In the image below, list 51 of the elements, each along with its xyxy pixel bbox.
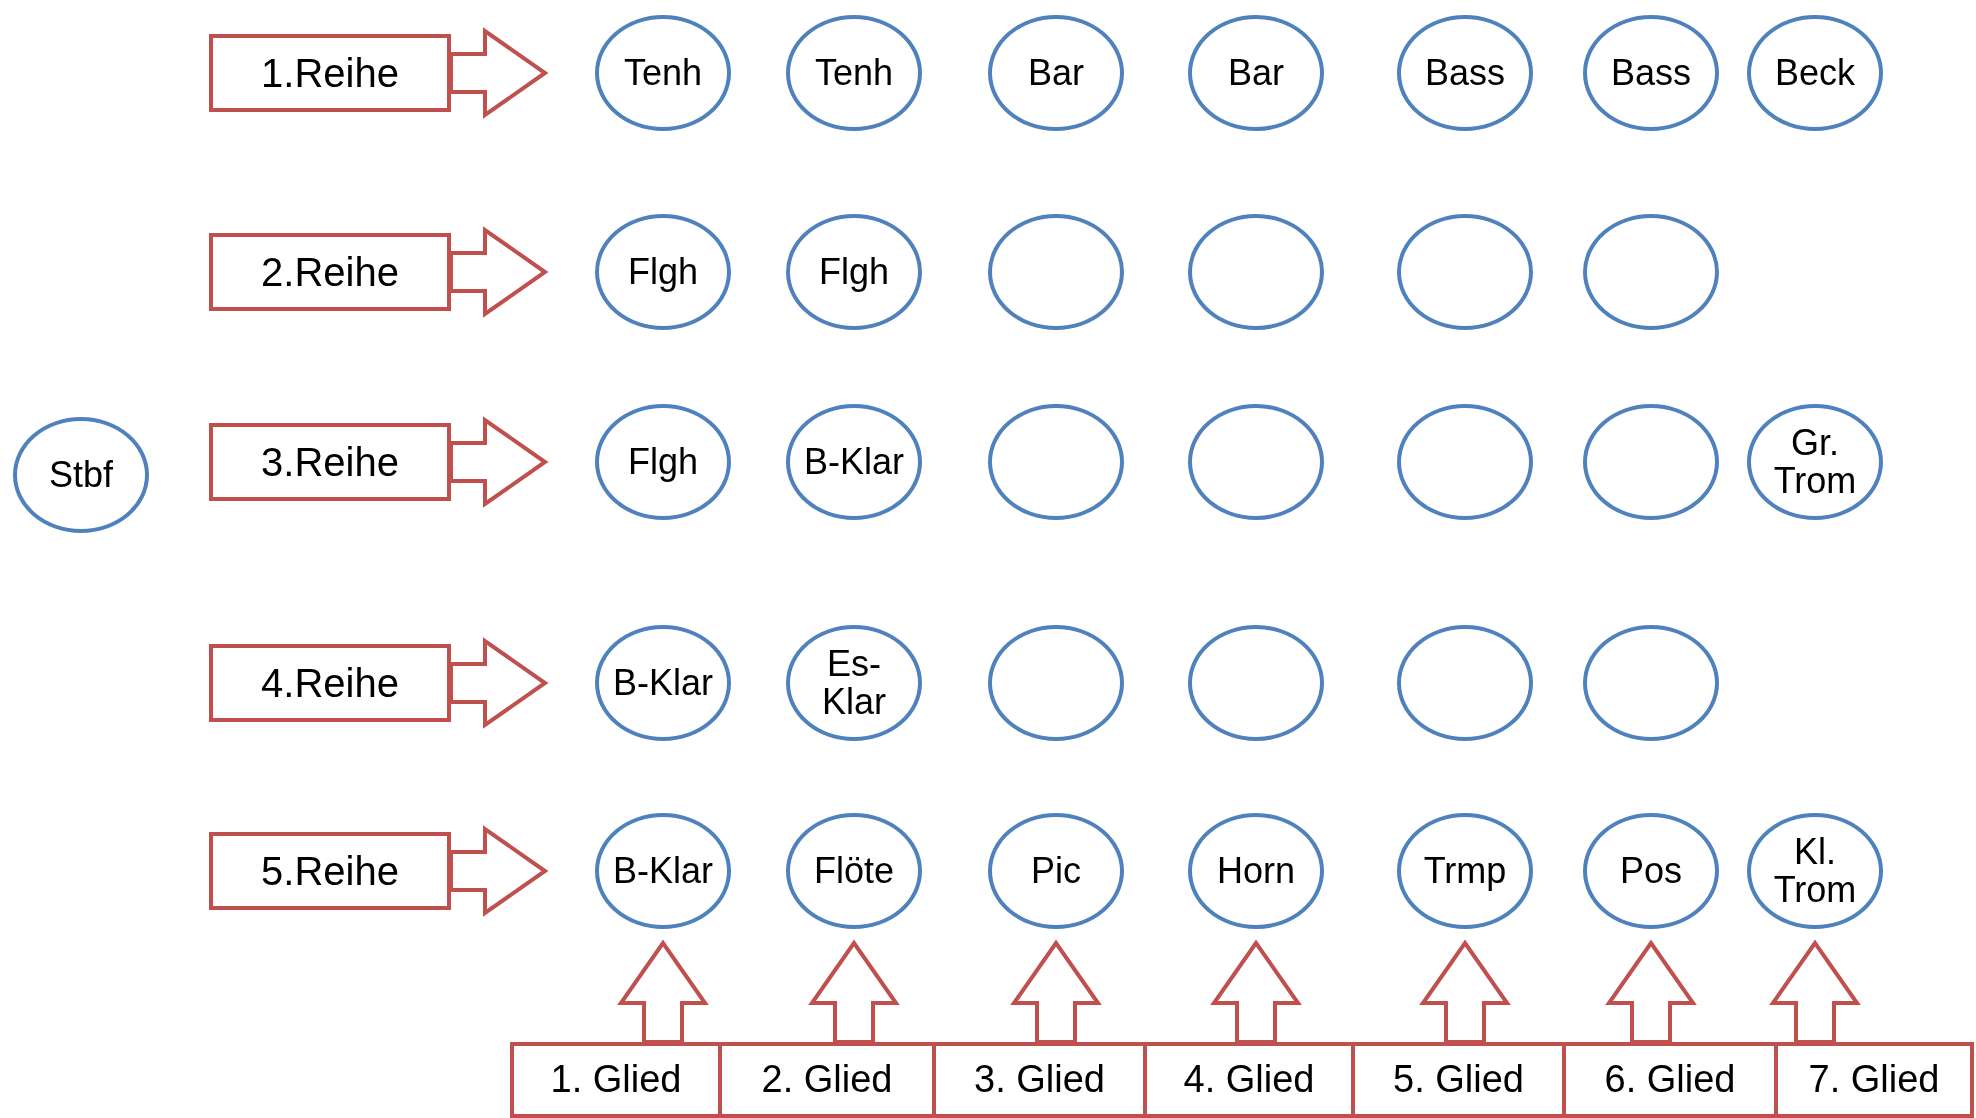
instrument-label: Flöte [812, 852, 895, 890]
row-label-box [209, 832, 451, 910]
row-label-box [209, 644, 451, 722]
block-arrow [449, 637, 549, 729]
instrument-label: Bar [1027, 54, 1085, 92]
instrument-label: Es-Klar [821, 645, 887, 721]
instrument-label: Beck [1773, 54, 1856, 92]
row-label: 2.Reihe [261, 251, 399, 293]
instrument-label: Bass [1423, 54, 1506, 92]
instrument-label: Stbf [47, 456, 114, 494]
instrument-label: Bar [1227, 54, 1285, 92]
block-arrow [617, 939, 709, 1044]
file-label: 4. Glied [1183, 1060, 1315, 1100]
block-arrow [808, 939, 900, 1044]
instrument-label: B-Klar [612, 664, 714, 702]
instrument-label: Tenh [622, 54, 704, 92]
instrument-label: Pic [1030, 852, 1082, 890]
block-arrow [1210, 939, 1302, 1044]
file-label: 1. Glied [550, 1060, 682, 1100]
instrument-label: Pos [1618, 852, 1683, 890]
row-label: 1.Reihe [261, 52, 399, 94]
row-label: 4.Reihe [261, 662, 399, 704]
file-label: 5. Glied [1393, 1060, 1524, 1100]
block-arrow [1769, 939, 1861, 1044]
instrument-label: B-Klar [803, 443, 905, 481]
file-label: 2. Glied [761, 1060, 893, 1100]
block-arrow [1419, 939, 1511, 1044]
row-label-box [209, 34, 451, 112]
file-label: 7. Glied [1808, 1060, 1940, 1100]
row-label: 5.Reihe [261, 850, 399, 892]
block-arrow [449, 416, 549, 508]
file-label: 3. Glied [974, 1060, 1105, 1100]
instrument-label: Flgh [627, 443, 699, 481]
instrument-label: Bass [1609, 54, 1692, 92]
block-arrow [1605, 939, 1697, 1044]
block-arrow [449, 825, 549, 917]
row-label-box [209, 423, 451, 501]
instrument-label: Flgh [818, 253, 890, 291]
instrument-label: Horn [1216, 852, 1296, 890]
row-label-box [209, 233, 451, 311]
instrument-label: Gr. Trom [1772, 424, 1858, 500]
instrument-label: B-Klar [612, 852, 714, 890]
block-arrow [449, 27, 549, 119]
block-arrow [449, 226, 549, 318]
row-label: 3.Reihe [261, 441, 399, 483]
block-arrow [1010, 939, 1102, 1044]
instrument-label: Kl. Trom [1772, 833, 1858, 909]
instrument-label: Tenh [813, 54, 895, 92]
instrument-label: Flgh [627, 253, 699, 291]
file-label: 6. Glied [1604, 1060, 1736, 1100]
instrument-label: Trmp [1422, 852, 1508, 890]
